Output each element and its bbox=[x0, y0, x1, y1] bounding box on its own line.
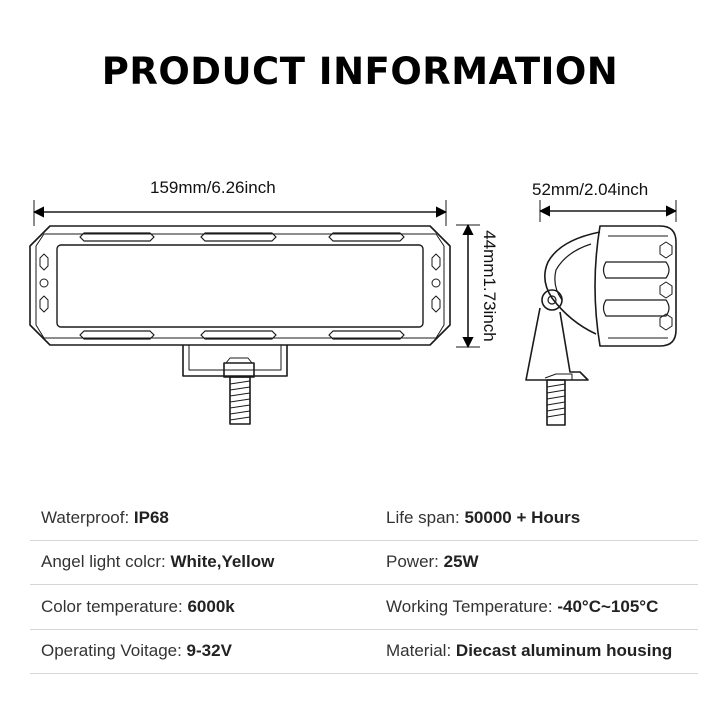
spec-power: Power: 25W bbox=[376, 540, 698, 585]
spec-material: Material: Diecast aluminum housing bbox=[376, 629, 698, 674]
bolt bbox=[229, 376, 251, 425]
pivot-bolt bbox=[541, 289, 563, 311]
light-bar-housing bbox=[29, 225, 451, 346]
spec-row: Angel light colcr: White,Yellow Power: 2… bbox=[30, 540, 698, 585]
spec-waterproof: Waterproof: IP68 bbox=[30, 496, 376, 541]
lens bbox=[56, 244, 424, 328]
height-dimension-label: 44mm1.73inch bbox=[480, 230, 499, 342]
spec-row: Operating Voitage: 9-32V Material: Dieca… bbox=[30, 629, 698, 674]
mounting-bracket bbox=[182, 345, 288, 377]
spec-angel-light-color: Angel light colcr: White,Yellow bbox=[30, 540, 376, 585]
spec-row: Color temperature: 6000k Working Tempera… bbox=[30, 584, 698, 630]
bottom-led-strips bbox=[79, 330, 405, 340]
side-bracket-arm bbox=[544, 231, 601, 335]
side-housing bbox=[594, 225, 677, 347]
page-title: PRODUCT INFORMATION bbox=[101, 50, 619, 93]
side-view bbox=[525, 200, 678, 426]
spec-operating-voltage: Operating Voitage: 9-32V bbox=[30, 629, 376, 674]
spec-row: Waterproof: IP68 Life span: 50000 + Hour… bbox=[30, 496, 698, 541]
spec-life-span: Life span: 50000 + Hours bbox=[376, 496, 698, 541]
depth-dimension-label: 52mm/2.04inch bbox=[532, 180, 649, 199]
spec-table: Waterproof: IP68 Life span: 50000 + Hour… bbox=[30, 496, 698, 674]
width-dimension-label: 159mm/6.26inch bbox=[150, 178, 276, 197]
mounting-foot bbox=[525, 307, 589, 381]
top-led-strips bbox=[79, 232, 405, 242]
spec-working-temperature: Working Temperature: -40°C~105°C bbox=[376, 584, 698, 630]
spec-color-temperature: Color temperature: 6000k bbox=[30, 584, 376, 630]
front-view bbox=[29, 200, 480, 425]
